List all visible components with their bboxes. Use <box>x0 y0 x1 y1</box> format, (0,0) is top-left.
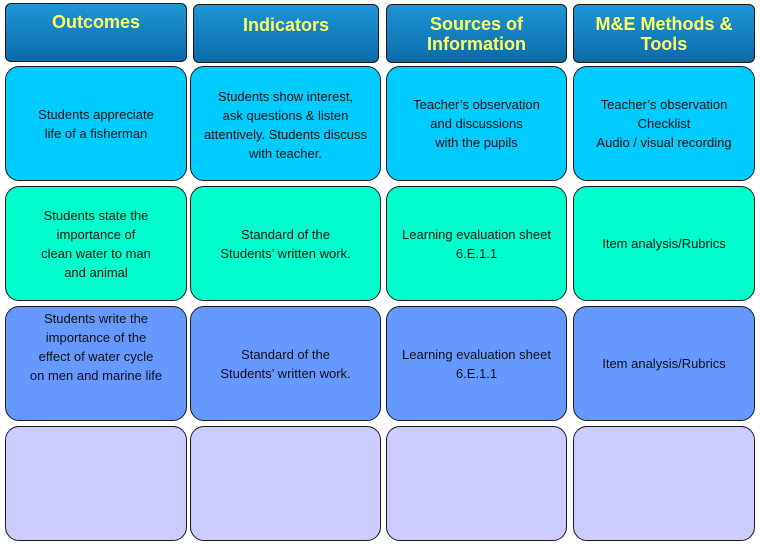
header-outcomes: Outcomes <box>5 3 187 62</box>
cell-r4-indicators <box>190 426 381 541</box>
cell-r1-outcomes: Students appreciate life of a fisherman <box>5 66 187 181</box>
cell-text: Standard of the Students’ written work. <box>220 226 351 261</box>
header-indicators-label: Indicators <box>242 15 330 35</box>
cell-text: Students state the importance of clean w… <box>41 207 151 280</box>
cell-r2-sources: Learning evaluation sheet 6.E.1.1 <box>386 186 567 301</box>
cell-text: Item analysis/Rubrics <box>602 356 726 371</box>
cell-r4-methods <box>573 426 755 541</box>
cell-text: Students show interest, ask questions & … <box>203 89 368 161</box>
header-methods: M&E Methods & Tools <box>573 4 755 63</box>
cell-r1-indicators: Students show interest, ask questions & … <box>190 66 381 181</box>
header-sources: Sources of Information <box>386 4 567 63</box>
cell-text: Item analysis/Rubrics <box>602 236 726 251</box>
header-outcomes-label: Outcomes <box>51 12 141 32</box>
cell-r1-methods: Teacher’s observation Checklist Audio / … <box>573 66 755 181</box>
cell-text: Students appreciate life of a fisherman <box>38 106 154 141</box>
cell-r4-sources <box>386 426 567 541</box>
cell-r2-outcomes: Students state the importance of clean w… <box>5 186 187 301</box>
cell-r3-sources: Learning evaluation sheet 6.E.1.1 <box>386 306 567 421</box>
cell-r1-sources: Teacher’s observation and discussions wi… <box>386 66 567 181</box>
header-indicators: Indicators <box>193 4 379 63</box>
cell-r2-methods: Item analysis/Rubrics <box>573 186 755 301</box>
header-sources-label: Sources of Information <box>427 13 526 54</box>
cell-text: Teacher’s observation Checklist Audio / … <box>596 97 732 150</box>
cell-text: Standard of the Students’ written work. <box>220 346 351 381</box>
cell-r4-outcomes <box>5 426 187 541</box>
cell-text: Teacher’s observation and discussions wi… <box>413 97 540 150</box>
cell-r3-methods: Item analysis/Rubrics <box>573 306 755 421</box>
cell-text: Learning evaluation sheet 6.E.1.1 <box>402 346 551 381</box>
cell-text: Students write the importance of the eff… <box>29 311 163 383</box>
header-methods-label: M&E Methods & Tools <box>595 13 733 54</box>
cell-r3-outcomes: Students write the importance of the eff… <box>5 306 187 421</box>
cell-r2-indicators: Standard of the Students’ written work. <box>190 186 381 301</box>
cell-r3-indicators: Standard of the Students’ written work. <box>190 306 381 421</box>
cell-text: Learning evaluation sheet 6.E.1.1 <box>402 226 551 261</box>
